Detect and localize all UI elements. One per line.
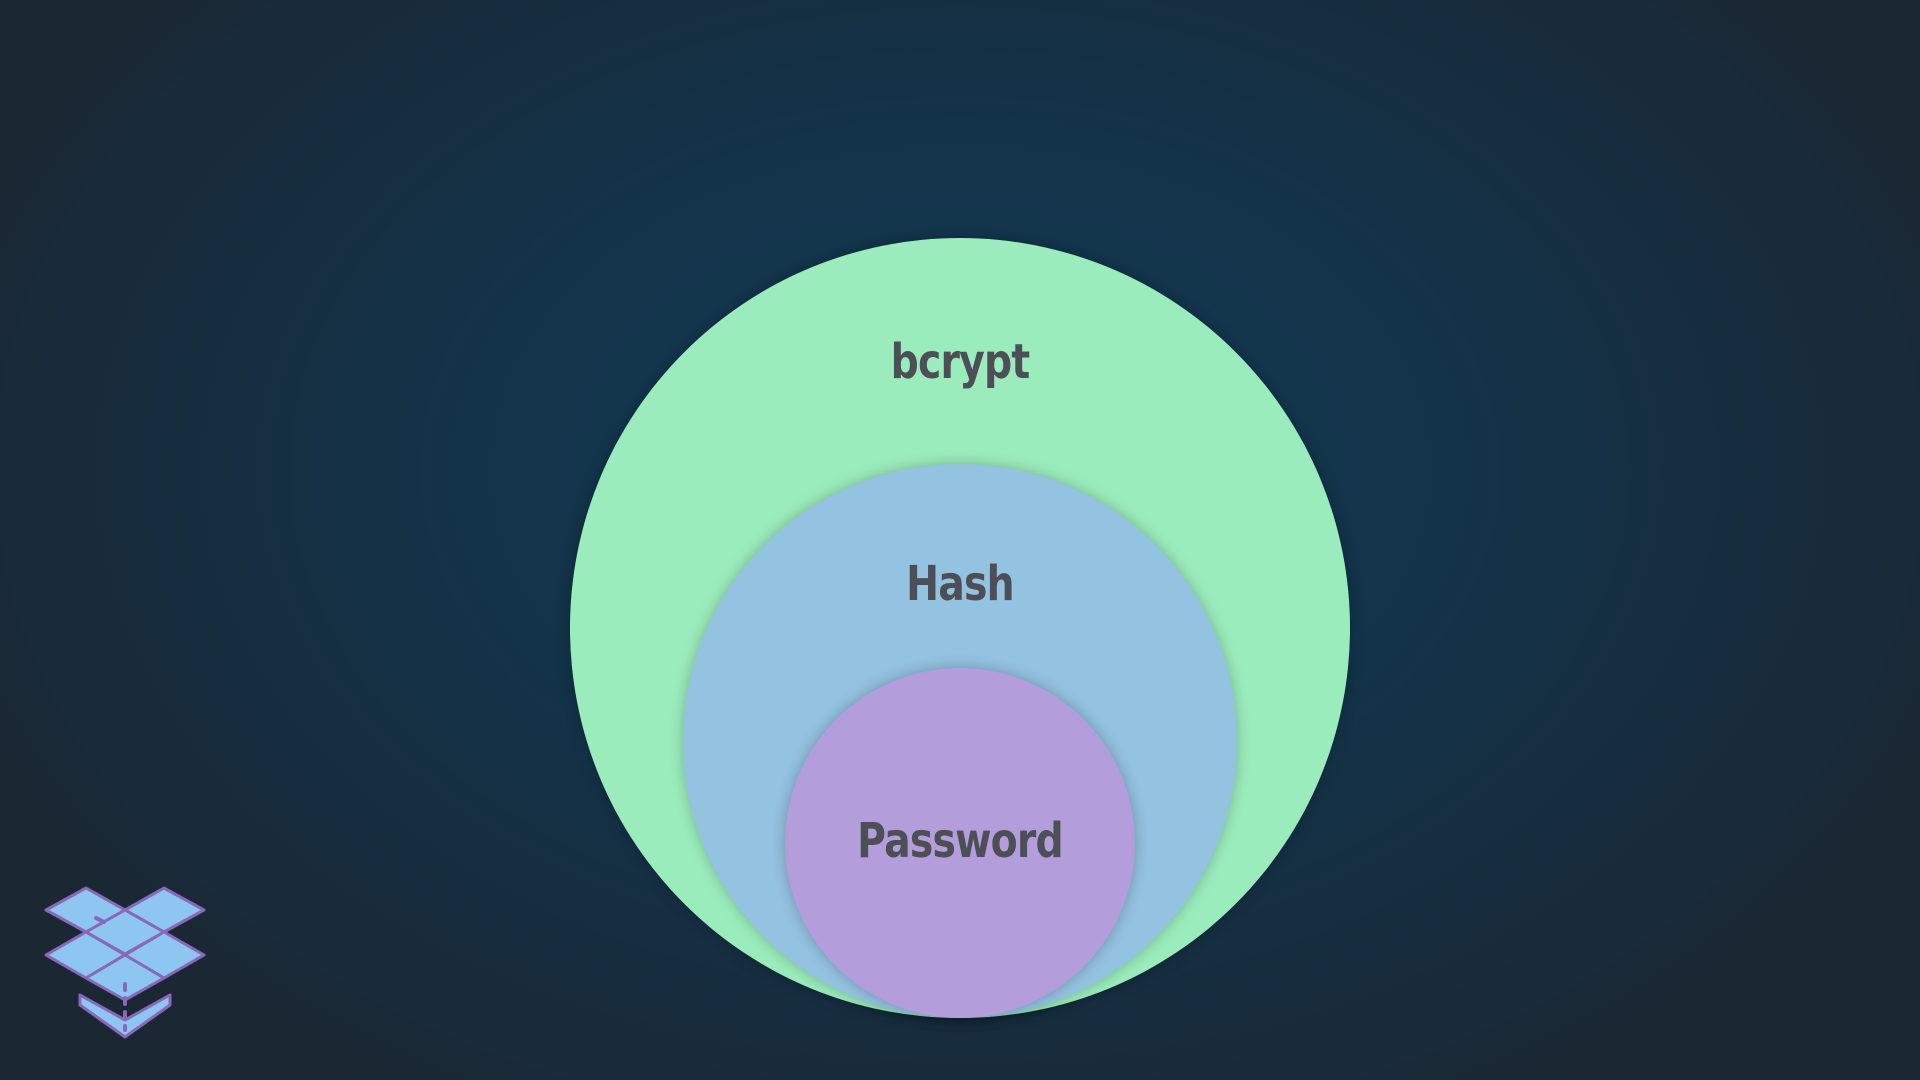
dropbox-box-icon	[44, 886, 206, 1039]
bcrypt-label: bcrypt	[890, 334, 1030, 390]
password-circle: Password	[785, 668, 1135, 1018]
password-label: Password	[857, 813, 1063, 869]
dropbox-logo-icon	[40, 880, 210, 1045]
hash-label: Hash	[906, 556, 1014, 612]
